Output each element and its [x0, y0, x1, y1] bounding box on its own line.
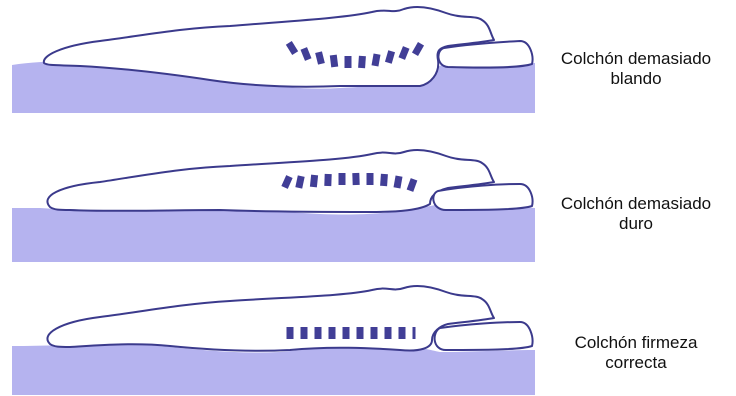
spine-correct-vertebra: [329, 327, 336, 339]
caption-hard-line2: duro: [536, 214, 736, 234]
pillow-correct: [435, 322, 533, 350]
caption-soft-line2: blando: [536, 69, 736, 89]
caption-hard: Colchón demasiado duro: [536, 194, 736, 234]
panel-soft: [12, 7, 535, 113]
caption-hard-line1: Colchón demasiado: [536, 194, 736, 214]
spine-correct-vertebra: [385, 327, 392, 339]
spine-hard-vertebra: [324, 174, 331, 186]
spine-hard-vertebra: [367, 173, 374, 185]
caption-soft: Colchón demasiado blando: [536, 49, 736, 89]
caption-correct: Colchón firmeza correcta: [536, 333, 736, 373]
spine-correct-vertebra: [357, 327, 364, 339]
caption-soft-line1: Colchón demasiado: [536, 49, 736, 69]
spine-hard-vertebra: [339, 173, 346, 185]
spine-soft-vertebra: [345, 56, 352, 68]
spine-hard-vertebra: [310, 175, 318, 188]
caption-correct-line2: correcta: [536, 353, 736, 373]
panel-correct: [12, 286, 535, 395]
body-outline-hard: [47, 150, 494, 212]
caption-correct-line1: Colchón firmeza: [536, 333, 736, 353]
spine-correct-vertebra: [343, 327, 350, 339]
panel-hard: [12, 150, 535, 262]
spine-soft-vertebra: [358, 56, 366, 68]
spine-correct-vertebra: [413, 327, 416, 339]
spine-correct-vertebra: [287, 327, 294, 339]
spine-correct-vertebra: [371, 327, 378, 339]
spine-hard-vertebra: [352, 173, 359, 185]
spine-soft-vertebra: [330, 55, 338, 68]
spine-correct-vertebra: [315, 327, 322, 339]
body-outline-correct: [47, 286, 494, 351]
spine-hard-vertebra: [380, 174, 388, 186]
mattress-correct: [12, 344, 535, 395]
spine-correct-vertebra: [399, 327, 406, 339]
spine-correct-vertebra: [301, 327, 308, 339]
